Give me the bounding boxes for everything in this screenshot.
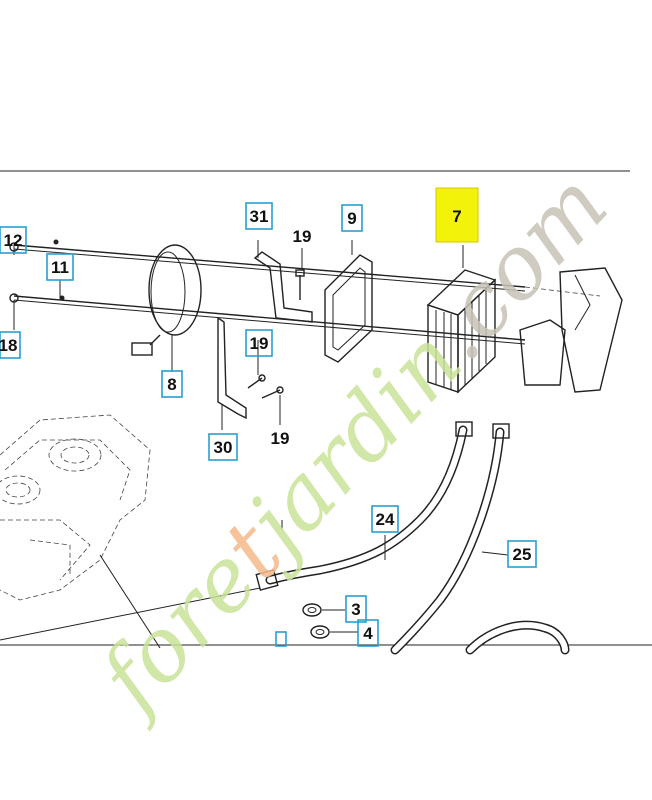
- svg-text:11: 11: [51, 258, 69, 277]
- bracket-31: [253, 240, 313, 323]
- hose-assembly: [255, 421, 570, 655]
- washers: [302, 603, 358, 639]
- engine-block: [0, 414, 261, 649]
- part-label-12[interactable]: 12: [0, 226, 27, 254]
- bracket-30: [217, 316, 284, 430]
- leader-lines: [13, 245, 283, 530]
- oil-cooler-7: [426, 245, 497, 394]
- svg-text:9: 9: [347, 209, 356, 228]
- shroud-frame-9: [324, 240, 373, 363]
- svg-text:19: 19: [271, 429, 290, 448]
- svg-text:8: 8: [167, 375, 176, 394]
- svg-text:18: 18: [0, 336, 17, 355]
- part-label-19-bottom[interactable]: 19: [271, 429, 290, 448]
- svg-text:7: 7: [452, 207, 461, 226]
- part-label-9[interactable]: 9: [341, 204, 363, 232]
- rod-assembly: [9, 239, 601, 345]
- part-label-19-mid[interactable]: 19: [245, 329, 273, 357]
- part-label-3[interactable]: 3: [345, 595, 367, 623]
- svg-text:12: 12: [4, 231, 23, 250]
- svg-text:31: 31: [250, 207, 269, 226]
- part-label-19-top[interactable]: 19: [293, 227, 312, 246]
- svg-text:30: 30: [214, 438, 233, 457]
- svg-text:25: 25: [513, 545, 532, 564]
- part-label-7[interactable]: 7: [435, 187, 479, 243]
- part-label-24[interactable]: 24: [371, 505, 399, 533]
- part-label-18[interactable]: 18: [0, 331, 21, 359]
- svg-text:19: 19: [250, 334, 269, 353]
- fan-ring: [131, 244, 202, 372]
- side-cover: [519, 267, 623, 393]
- svg-text:4: 4: [363, 624, 373, 643]
- part-label-4[interactable]: 4: [357, 619, 379, 647]
- part-label-30[interactable]: 30: [208, 433, 238, 461]
- part-label-31[interactable]: 31: [245, 202, 273, 230]
- svg-text:24: 24: [376, 510, 395, 529]
- part-label-25[interactable]: 25: [507, 540, 537, 568]
- part-label-8[interactable]: 8: [161, 370, 183, 398]
- part-label-11[interactable]: 11: [46, 253, 74, 281]
- part-label-cropped: [275, 631, 287, 647]
- svg-text:19: 19: [293, 227, 312, 246]
- svg-text:3: 3: [351, 600, 360, 619]
